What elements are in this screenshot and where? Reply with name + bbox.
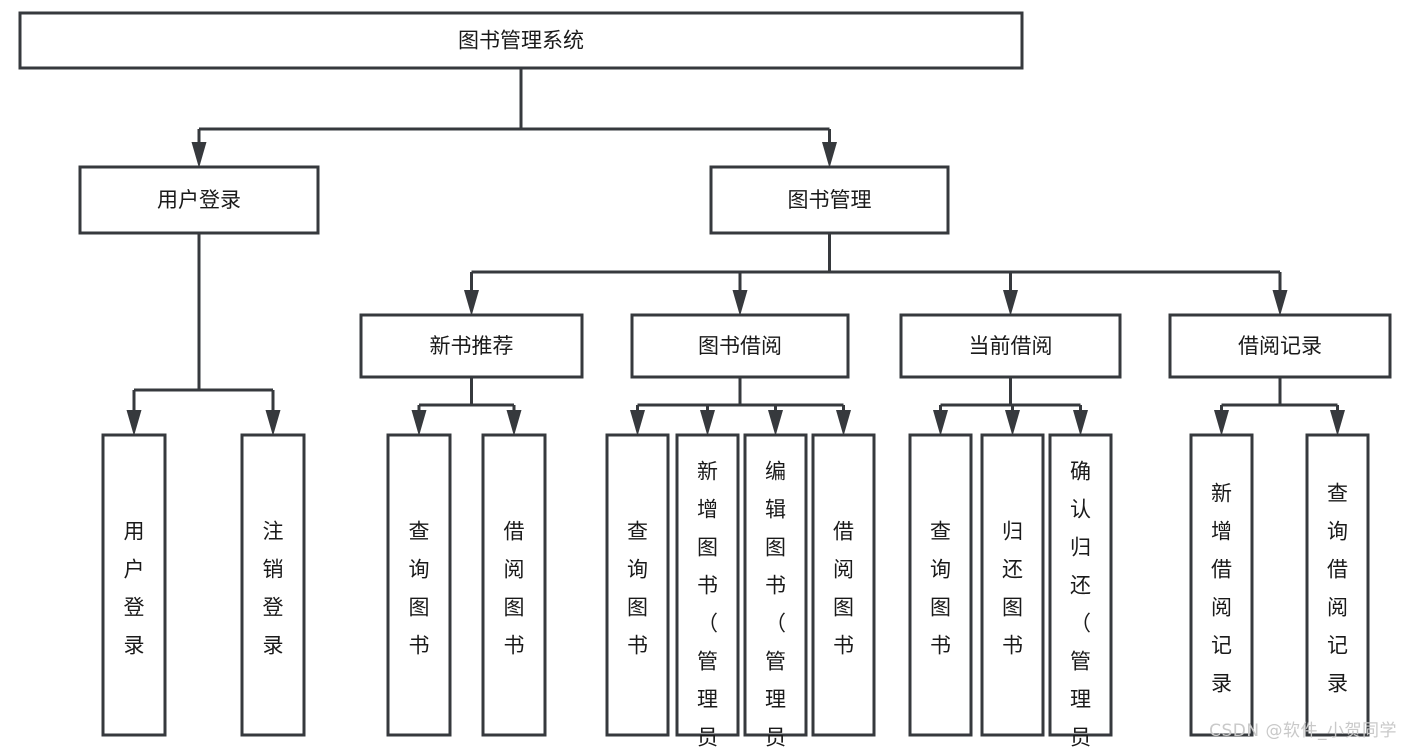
- node-root[interactable]: 图书管理系统: [18, 11, 1024, 70]
- node-box-leaf-borrow-book-borrow: [811, 433, 876, 737]
- arrow-head-icon: [768, 410, 783, 436]
- node-box-leaf-add-book-admin: [675, 433, 740, 737]
- node-box-borrow-record: [1168, 313, 1392, 379]
- arrow-head-icon: [191, 142, 207, 168]
- arrow-head-icon: [1005, 410, 1020, 436]
- connector-group-borrow-record: [1214, 377, 1345, 436]
- node-leaf-edit-book-admin[interactable]: 编辑图书（管理员）: [743, 433, 808, 747]
- node-box-leaf-query-borrow-record: [1305, 433, 1370, 737]
- node-box-leaf-logout-login: [240, 433, 306, 737]
- arrow-head-icon: [836, 410, 851, 436]
- node-leaf-borrow-book-recommend[interactable]: 借阅图书: [481, 433, 547, 737]
- node-label-root: 图书管理系统: [458, 29, 584, 53]
- node-book-borrow[interactable]: 图书借阅: [630, 313, 850, 379]
- node-leaf-query-borrow-record[interactable]: 查询借阅记录: [1305, 433, 1370, 737]
- connector-group-root: [191, 68, 837, 168]
- node-box-book-management: [709, 165, 950, 235]
- node-leaf-query-book-borrow[interactable]: 查询图书: [605, 433, 670, 737]
- node-layer: 图书管理系统用户登录图书管理新书推荐图书借阅当前借阅借阅记录用户登录注销登录查询…: [18, 11, 1392, 747]
- node-user-login[interactable]: 用户登录: [78, 165, 320, 235]
- node-label-leaf-edit-book-admin: 编辑图书（管理员）: [765, 460, 786, 747]
- node-leaf-add-book-admin[interactable]: 新增图书（管理员）: [675, 433, 740, 747]
- connector-layer: [126, 68, 1345, 436]
- node-box-leaf-add-borrow-record: [1189, 433, 1254, 737]
- arrow-head-icon: [1330, 410, 1345, 436]
- node-label-leaf-confirm-return-admin: 确认归还（管理员）: [1070, 460, 1091, 747]
- arrow-head-icon: [1214, 410, 1229, 436]
- node-leaf-return-book[interactable]: 归还图书: [980, 433, 1045, 737]
- node-book-management[interactable]: 图书管理: [709, 165, 950, 235]
- node-label-leaf-return-book: 归还图书: [1002, 520, 1023, 658]
- node-box-leaf-query-book-recommend: [386, 433, 452, 737]
- arrow-head-icon: [126, 410, 142, 436]
- node-leaf-query-book-current[interactable]: 查询图书: [908, 433, 973, 737]
- node-label-new-book-recommend: 新书推荐: [430, 334, 514, 358]
- node-box-leaf-confirm-return-admin: [1048, 433, 1113, 737]
- connector-group-book-management: [464, 233, 1288, 316]
- node-leaf-query-book-recommend[interactable]: 查询图书: [386, 433, 452, 737]
- node-label-leaf-borrow-book-borrow: 借阅图书: [833, 520, 854, 658]
- arrow-head-icon: [411, 410, 427, 436]
- node-box-leaf-borrow-book-recommend: [481, 433, 547, 737]
- node-leaf-confirm-return-admin[interactable]: 确认归还（管理员）: [1048, 433, 1113, 747]
- arrow-head-icon: [1073, 410, 1088, 436]
- arrow-head-icon: [265, 410, 281, 436]
- node-label-leaf-user-login: 用户登录: [124, 520, 145, 658]
- node-box-leaf-query-book-borrow: [605, 433, 670, 737]
- node-label-leaf-add-book-admin: 新增图书（管理员）: [697, 460, 718, 747]
- node-box-leaf-edit-book-admin: [743, 433, 808, 737]
- node-leaf-logout-login[interactable]: 注销登录: [240, 433, 306, 737]
- arrow-head-icon: [1003, 290, 1018, 316]
- node-leaf-user-login[interactable]: 用户登录: [101, 433, 167, 737]
- node-box-book-borrow: [630, 313, 850, 379]
- node-label-book-borrow: 图书借阅: [698, 334, 782, 358]
- connector-group-current-borrow: [933, 377, 1088, 436]
- node-label-leaf-query-book-current: 查询图书: [930, 520, 951, 658]
- node-box-current-borrow: [899, 313, 1122, 379]
- node-box-leaf-return-book: [980, 433, 1045, 737]
- connector-group-user-login: [126, 233, 281, 436]
- arrow-head-icon: [933, 410, 948, 436]
- node-box-root: [18, 11, 1024, 70]
- arrow-head-icon: [822, 142, 837, 168]
- node-label-leaf-borrow-book-recommend: 借阅图书: [504, 520, 525, 658]
- arrow-head-icon: [630, 410, 645, 436]
- node-label-leaf-add-borrow-record: 新增借阅记录: [1211, 482, 1232, 696]
- node-label-current-borrow: 当前借阅: [969, 334, 1053, 358]
- node-label-book-management: 图书管理: [788, 188, 872, 212]
- node-box-leaf-query-book-current: [908, 433, 973, 737]
- arrow-head-icon: [700, 410, 715, 436]
- node-box-user-login: [78, 165, 320, 235]
- node-label-leaf-query-book-recommend: 查询图书: [409, 520, 430, 658]
- node-box-new-book-recommend: [359, 313, 584, 379]
- arrow-head-icon: [1272, 290, 1288, 316]
- node-label-leaf-query-borrow-record: 查询借阅记录: [1327, 482, 1348, 696]
- node-leaf-add-borrow-record[interactable]: 新增借阅记录: [1189, 433, 1254, 737]
- node-label-user-login: 用户登录: [157, 188, 241, 212]
- connector-group-new-book-recommend: [411, 377, 522, 436]
- arrow-head-icon: [732, 290, 748, 316]
- node-label-leaf-logout-login: 注销登录: [263, 520, 284, 658]
- node-leaf-borrow-book-borrow[interactable]: 借阅图书: [811, 433, 876, 737]
- arrow-head-icon: [506, 410, 522, 436]
- node-borrow-record[interactable]: 借阅记录: [1168, 313, 1392, 379]
- connector-group-book-borrow: [630, 377, 851, 436]
- node-box-leaf-user-login: [101, 433, 167, 737]
- node-new-book-recommend[interactable]: 新书推荐: [359, 313, 584, 379]
- node-label-borrow-record: 借阅记录: [1238, 334, 1322, 358]
- node-label-leaf-query-book-borrow: 查询图书: [627, 520, 648, 658]
- arrow-head-icon: [464, 290, 479, 316]
- node-current-borrow[interactable]: 当前借阅: [899, 313, 1122, 379]
